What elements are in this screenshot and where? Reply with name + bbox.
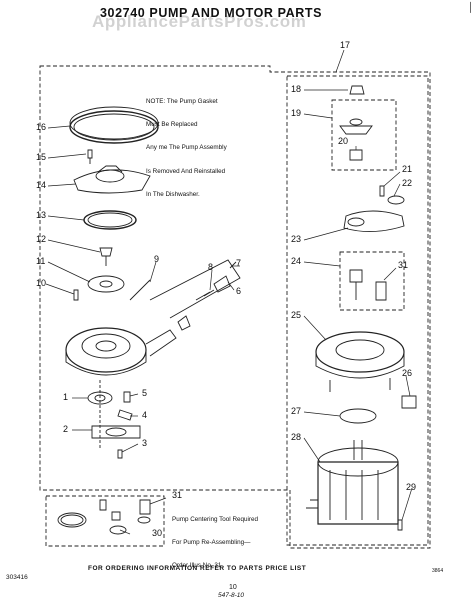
callout-22: 22 [402,178,413,188]
part-2-bracket [91,425,141,439]
pump-body [65,327,147,373]
callout-24: 24 [291,256,302,266]
callout-5: 5 [142,388,148,398]
callout-8: 8 [208,262,214,272]
figure-ref: 3864 [432,568,444,574]
part-10-screw [73,289,79,301]
note-line: Any me The Pump Assembly [146,144,227,152]
tool-note-line: For Pump Re-Assembling— [172,538,251,546]
callout-12: 12 [36,234,47,244]
part-31b-tool [139,499,151,515]
callout-31-kit: 31 [172,490,183,500]
callout-31-upper: 31 [398,260,409,270]
part-25-base [315,331,405,373]
callout-15: 15 [36,152,47,162]
part-21-screw [379,185,385,197]
callout-21: 21 [402,164,413,174]
part-11-disc [87,275,125,293]
part-18-nut [349,85,365,95]
callout-16: 16 [36,122,47,132]
callout-23: 23 [291,234,302,244]
callout-14: 14 [36,180,47,190]
callout-3: 3 [142,438,148,448]
part-31a-tool [375,281,387,301]
part-14-housing [73,169,151,194]
part-15-screw [87,149,93,164]
callout-6: 6 [236,286,242,296]
part-26-clip [401,395,417,409]
motor-boundary [286,75,429,546]
callout-27: 27 [291,406,302,416]
callout-25: 25 [291,310,302,320]
part-4-clip [117,409,133,421]
callout-19: 19 [291,108,302,118]
centering-tool-note: Pump Centering Tool Required For Pump Re… [172,500,258,578]
callout-30: 30 [152,528,163,538]
corner-mark: │ [468,2,473,12]
callout-18: 18 [291,84,302,94]
tool-note-line: Order Illus No. 31 [172,562,222,570]
page-number: 10 [229,584,237,591]
part-27-washer [339,408,377,424]
callout-20: 20 [338,136,349,146]
part-5-spring [123,391,131,403]
pump-gasket-note: NOTE: The Pump Gasket Must Be Replaced A… [146,82,227,207]
part-9-bracket [129,259,241,319]
note-line: Is Removed And Reinstalled [146,167,226,175]
part-3-screw [117,449,123,459]
callout-26: 26 [402,368,413,378]
callout-4: 4 [142,410,148,420]
part-30-gasket [57,512,87,528]
page-title: 302740 PUMP AND MOTOR PARTS [100,6,323,20]
part-12-impeller [99,247,113,266]
callout-28: 28 [291,432,302,442]
note-line: NOTE: The Pump Gasket [146,97,218,105]
callout-9: 9 [154,254,160,264]
callout-7: 7 [236,258,242,268]
ordering-footer: FOR ORDERING INFORMATION REFER TO PARTS … [88,565,307,572]
tool-note-line: Pump Centering Tool Required [172,515,258,523]
callout-2: 2 [63,424,69,434]
callout-17: 17 [340,40,351,50]
part-19-impeller [339,125,373,135]
kit-box [45,495,165,547]
leader-lines [45,49,413,535]
callout-1: 1 [63,392,69,402]
handwritten-code: 547-8-10 [218,592,245,599]
part-16-gasket [69,110,159,144]
part-19-box [331,99,397,171]
callout-29: 29 [406,482,417,492]
part-24-shaft [349,269,363,300]
callout-13: 13 [36,210,47,220]
callout-10: 10 [36,278,47,288]
note-line: Must Be Replaced [146,120,198,128]
part-13-oring [83,210,137,230]
assembly-boundary [39,65,431,549]
part-24-box [339,251,405,311]
part-29-screw [397,519,403,531]
watermark: AppliancePartsPros.com [92,12,307,31]
part-22-grommet [387,195,405,205]
part-23-plate [343,210,405,232]
callout-11: 11 [36,256,46,266]
doc-number: 303416 [6,574,28,581]
part-20-bushing [349,149,363,161]
note-line: In The Dishwasher. [146,191,200,199]
